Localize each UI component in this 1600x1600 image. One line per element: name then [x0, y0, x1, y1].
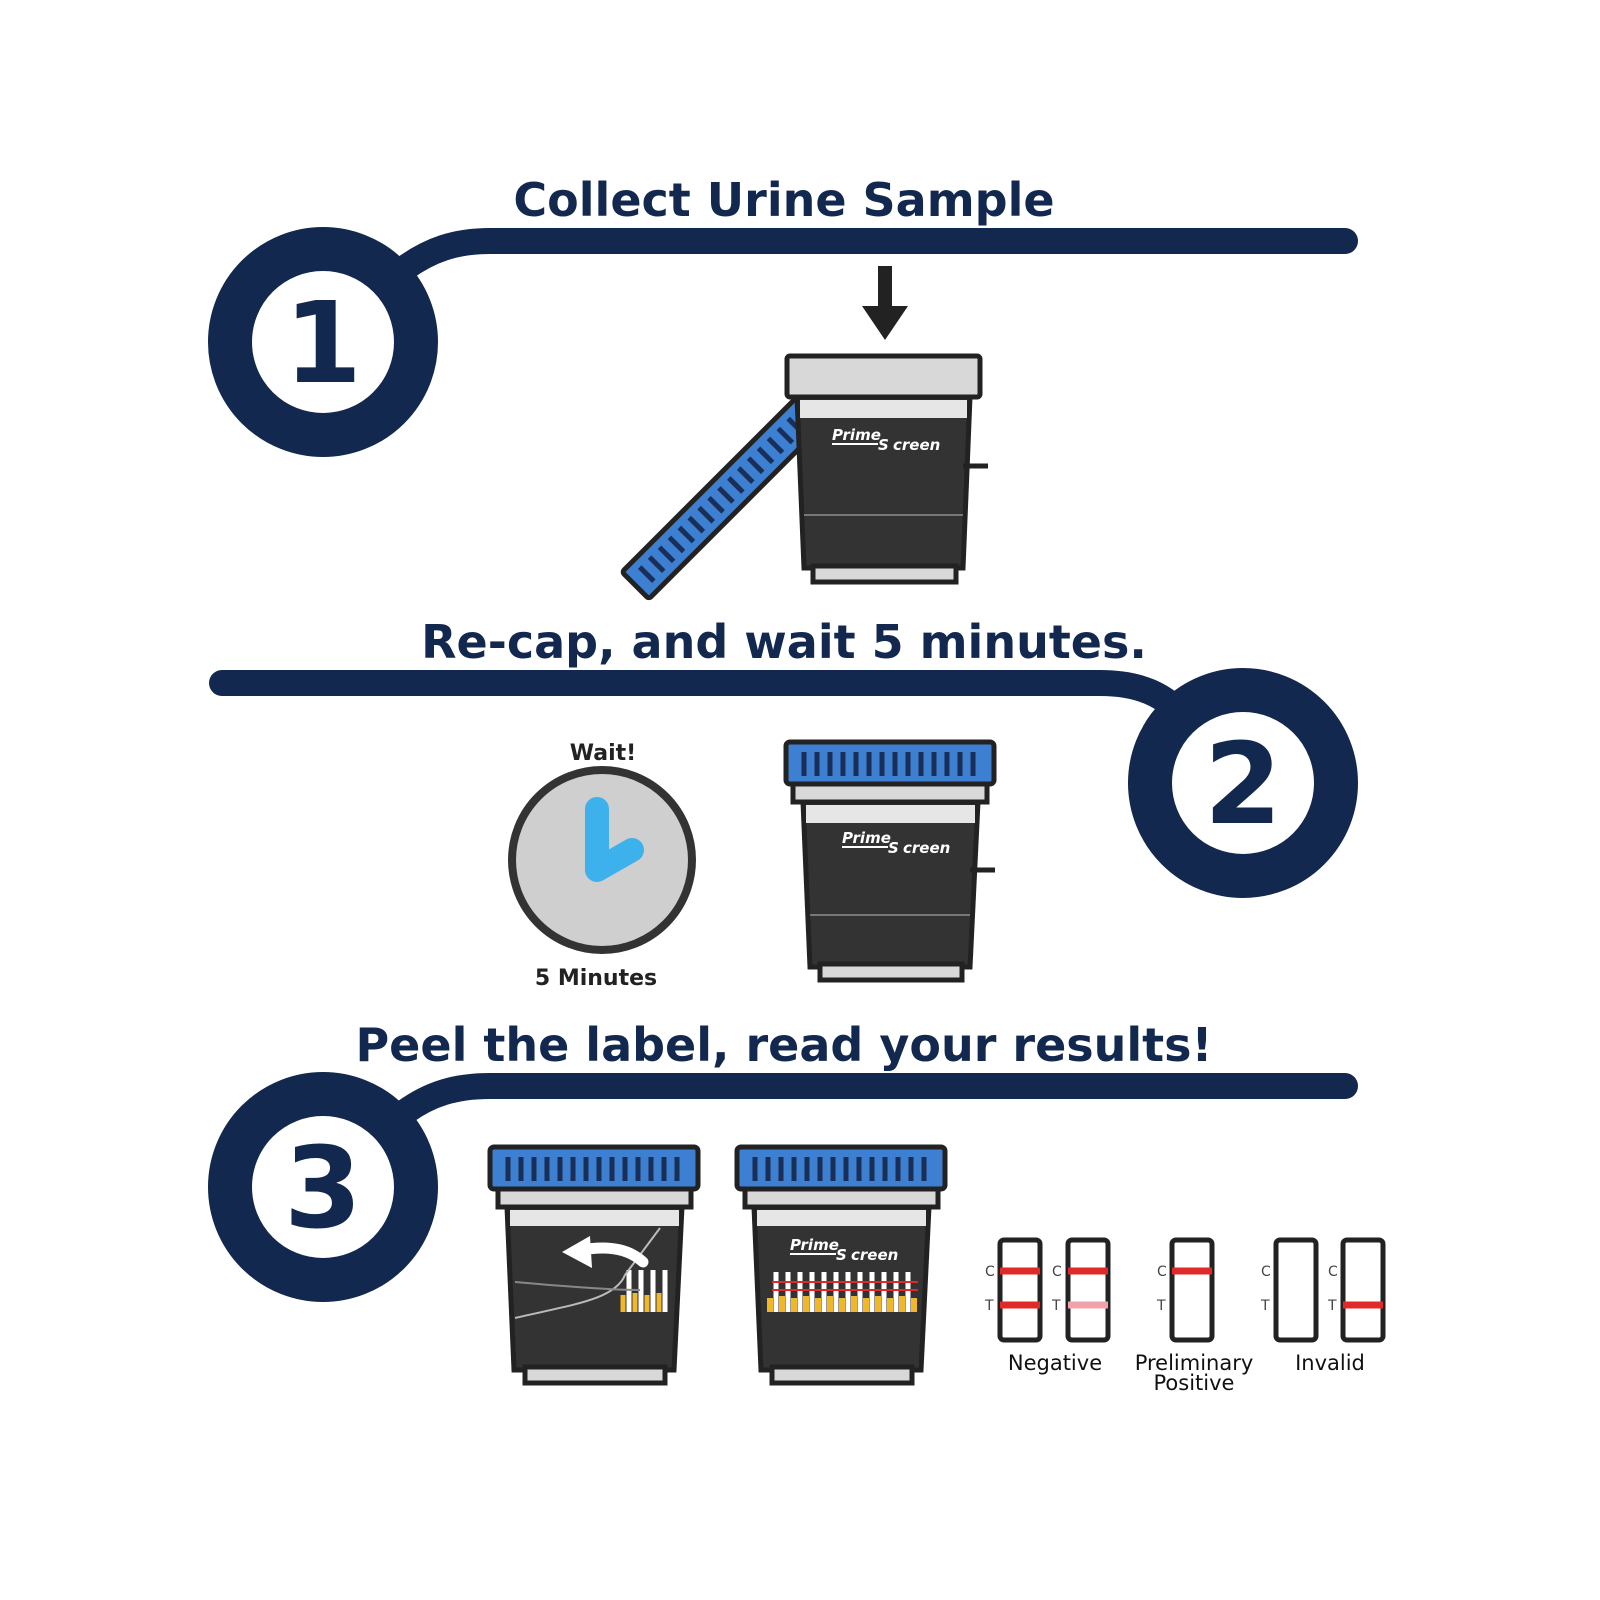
step-1-banner-line: [392, 228, 1358, 281]
step-2-title: Re-cap, and wait 5 minutes.: [421, 615, 1147, 669]
svg-text:Prime: Prime: [842, 829, 891, 847]
step-2-banner-line: [209, 670, 1198, 731]
svg-text:C: C: [1052, 1264, 1062, 1280]
clock-icon: [508, 766, 696, 954]
test-cup-peeling: [490, 1147, 698, 1386]
step-3-banner-line: [392, 1073, 1358, 1125]
arrow-down-icon: [862, 266, 908, 340]
peel-arrow-icon: [562, 1236, 649, 1268]
svg-text:C: C: [1157, 1264, 1167, 1280]
svg-text:T: T: [1156, 1298, 1166, 1314]
results-legend: C T C T Negative C T Preliminary Positiv…: [984, 1237, 1386, 1395]
step-2-badge: [1128, 668, 1358, 898]
svg-text:S: S: [888, 839, 899, 857]
svg-text:creen: creen: [851, 1246, 898, 1264]
result-label-negative: Negative: [1008, 1351, 1102, 1375]
strip-invalid-b: C T: [1327, 1237, 1386, 1343]
brand-logo: Prime S creen: [790, 1236, 898, 1264]
step-2-number: 2: [1204, 720, 1282, 850]
strip-negative-b: C T: [1051, 1237, 1111, 1343]
step-3-title: Peel the label, read your results!: [355, 1018, 1212, 1072]
svg-text:C: C: [1261, 1264, 1271, 1280]
svg-text:creen: creen: [893, 436, 940, 454]
svg-text:C: C: [1328, 1264, 1338, 1280]
test-strips-window: [767, 1272, 918, 1312]
strip-preliminary-positive: C T: [1156, 1237, 1215, 1343]
brand-logo: Prime S creen: [832, 426, 940, 454]
step-3: 3 Peel the label, read your results!: [208, 1018, 1386, 1395]
timer-bottom-label: 5 Minutes: [535, 966, 657, 991]
svg-text:Prime: Prime: [832, 426, 881, 444]
step-1: 1 Collect Urine Sample: [208, 173, 1358, 601]
svg-text:T: T: [984, 1298, 994, 1314]
svg-text:T: T: [1327, 1298, 1337, 1314]
svg-text:T: T: [1051, 1298, 1061, 1314]
step-3-badge: [208, 1072, 438, 1302]
timer-top-label: Wait!: [570, 741, 636, 766]
result-label-positive-line1: Preliminary: [1135, 1351, 1254, 1375]
test-cup-open: Prime S creen: [784, 353, 988, 585]
strip-invalid-a: C T: [1260, 1237, 1319, 1343]
test-cup-results: Prime S creen: [737, 1147, 945, 1386]
svg-text:S: S: [878, 436, 889, 454]
svg-text:C: C: [985, 1264, 995, 1280]
result-label-invalid: Invalid: [1295, 1351, 1365, 1375]
test-cup-capped: Prime S creen: [786, 742, 995, 983]
cup-lid: [620, 397, 824, 601]
step-2: 2 Re-cap, and wait 5 minutes. Wait! 5 Mi…: [209, 615, 1358, 991]
brand-logo: Prime S creen: [842, 829, 950, 857]
svg-text:S: S: [836, 1246, 847, 1264]
svg-text:T: T: [1260, 1298, 1270, 1314]
step-1-title: Collect Urine Sample: [513, 173, 1054, 227]
step-1-number: 1: [284, 279, 362, 409]
svg-text:creen: creen: [903, 839, 950, 857]
strip-negative-a: C T: [984, 1237, 1043, 1343]
step-3-number: 3: [284, 1124, 362, 1254]
svg-text:Prime: Prime: [790, 1236, 839, 1254]
step-1-badge: [208, 227, 438, 457]
result-label-positive-line2: Positive: [1154, 1371, 1235, 1395]
